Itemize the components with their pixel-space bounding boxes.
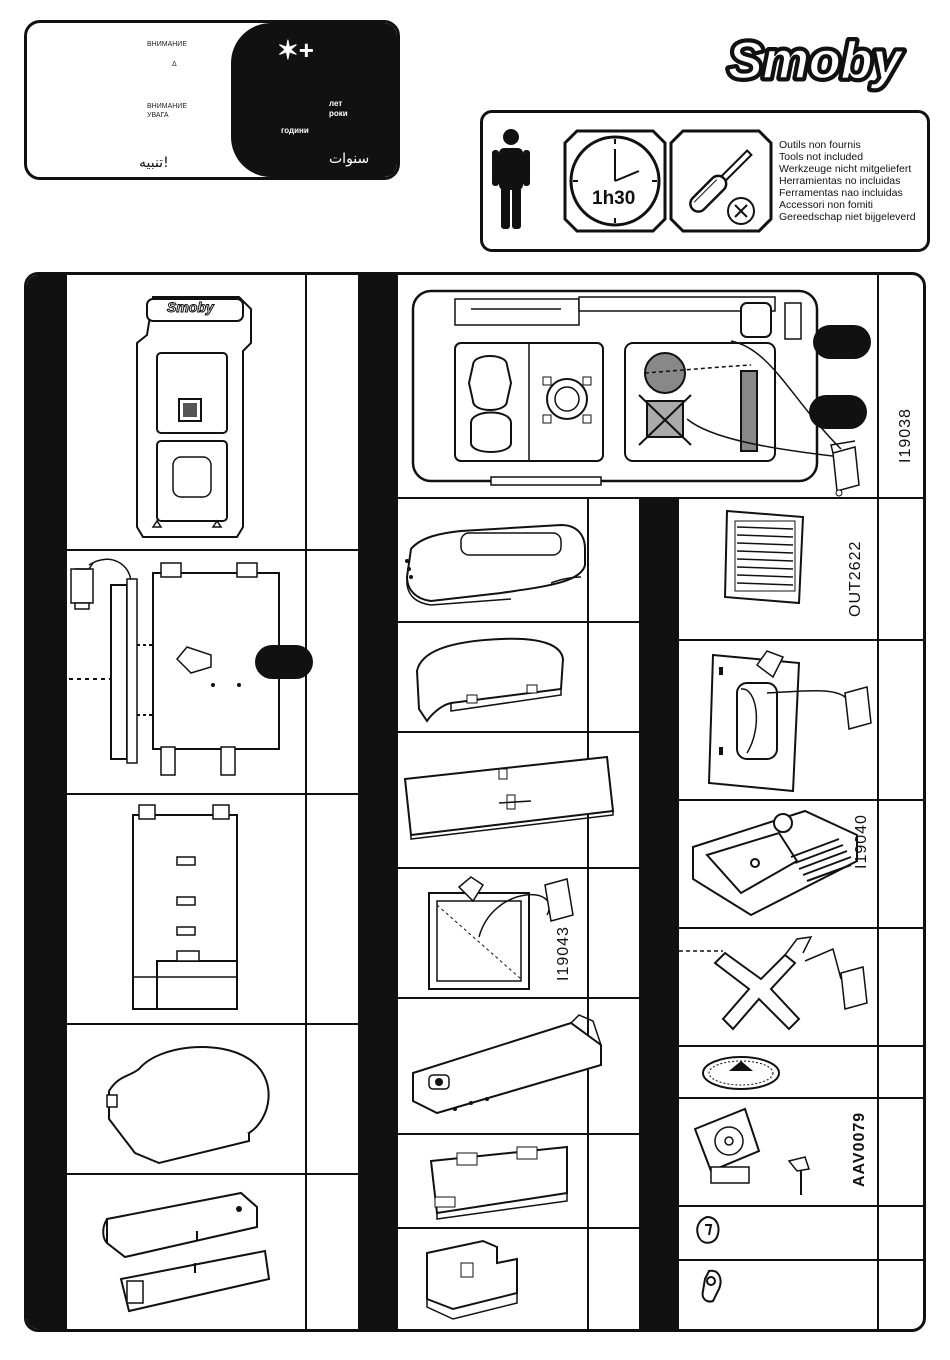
oven-panel-illustration xyxy=(407,1005,607,1125)
part-code-bottom: AAV0079 xyxy=(851,1112,869,1187)
part-code-top-right: I19038 xyxy=(897,408,915,463)
divider xyxy=(27,549,358,551)
panel-logo: Smoby xyxy=(167,299,214,315)
tools-caption-fr: Outils non fournis xyxy=(779,139,861,151)
divider xyxy=(358,1227,639,1229)
column-bar-left xyxy=(27,275,67,1329)
housing-illustration xyxy=(101,1179,281,1319)
sink-illustration xyxy=(687,807,861,919)
shelf-panel-illustration xyxy=(401,753,617,839)
divider xyxy=(358,1133,639,1135)
tools-caption-nl: Gereedschap niet bijgeleverd xyxy=(779,211,916,223)
divider xyxy=(358,621,639,623)
warning-panel: ВНИМАНИЕ Δ ВНИМАНИЕ УВАГА تنبيه! ✶+ лет … xyxy=(24,20,400,180)
divider xyxy=(877,275,879,1329)
age-panel: ✶+ лет роки години سنوات xyxy=(231,23,397,177)
bracket-illustration xyxy=(423,1233,543,1321)
clock-icon xyxy=(563,129,667,233)
callout-badge xyxy=(809,395,867,429)
part-code-right-b: I19040 xyxy=(853,814,871,869)
divider xyxy=(639,1045,923,1047)
parts-grid: Smoby xyxy=(24,272,926,1332)
age-years-ar: سنوات xyxy=(329,151,369,167)
tools-caption-it: Accessori non fomiti xyxy=(779,199,873,211)
warning-line-3: ВНИМАНИЕ xyxy=(147,103,187,110)
age-years-bg: години xyxy=(281,126,309,135)
divider xyxy=(639,1259,923,1261)
divider xyxy=(358,731,639,733)
drawer-illustration xyxy=(427,1143,577,1223)
warning-line-2: Δ xyxy=(172,61,177,68)
divider xyxy=(639,1097,923,1099)
divider xyxy=(358,997,639,999)
divider xyxy=(358,497,926,499)
callout-badge xyxy=(813,325,871,359)
divider xyxy=(27,793,358,795)
door-film-illustration xyxy=(707,647,877,791)
warning-line-1: ВНИМАНИЕ xyxy=(147,41,187,48)
knob-set-illustration xyxy=(689,1105,839,1201)
tools-caption-pt: Ferramentas nao incluidas xyxy=(779,187,903,199)
age-years-ru: лет xyxy=(329,99,342,108)
tools-caption-de: Werkzeuge nicht mitgeliefert xyxy=(779,163,911,175)
age-years-uk: роки xyxy=(329,109,348,118)
clip-icon xyxy=(693,1213,723,1249)
logo-text: Smoby xyxy=(728,32,904,90)
divider xyxy=(639,1205,923,1207)
screwdriver-icon xyxy=(669,129,773,233)
assembly-time: 1h30 xyxy=(592,188,635,210)
column-bar-middle xyxy=(358,275,398,1329)
back-frame-illustration xyxy=(127,801,247,1015)
adult-icon xyxy=(489,127,533,231)
divider xyxy=(639,799,923,801)
divider xyxy=(639,639,923,641)
dial-illustration xyxy=(697,1053,787,1093)
divider xyxy=(305,275,307,1329)
divider xyxy=(27,1173,358,1175)
tools-panel: 1h30 Outils non fournis Tools not includ… xyxy=(480,110,930,252)
trash-bin-icon xyxy=(829,441,863,497)
top-cover-illustration xyxy=(401,519,587,607)
callout-badge xyxy=(255,645,313,679)
back-panel-illustration xyxy=(127,291,267,541)
tools-caption-en: Tools not included xyxy=(779,151,863,163)
countertop-illustration xyxy=(411,289,823,491)
part-code-right-a: OUT2622 xyxy=(847,541,865,617)
smoby-logo: Smoby Smoby xyxy=(724,26,920,96)
part-code-middle: I19043 xyxy=(555,926,573,981)
divider xyxy=(358,867,639,869)
divider xyxy=(27,1023,358,1025)
lid-illustration xyxy=(99,1035,275,1161)
vent-grille-illustration xyxy=(721,507,811,607)
hook-icon xyxy=(697,1267,725,1307)
hood-illustration xyxy=(411,631,571,725)
age-child-icon: ✶+ xyxy=(277,35,314,66)
burner-grate-illustration xyxy=(665,929,877,1043)
tools-caption-es: Herramientas no incluidas xyxy=(779,175,900,187)
warning-arabic: تنبيه! xyxy=(139,155,169,171)
warning-line-4: УВАГА xyxy=(147,112,169,119)
